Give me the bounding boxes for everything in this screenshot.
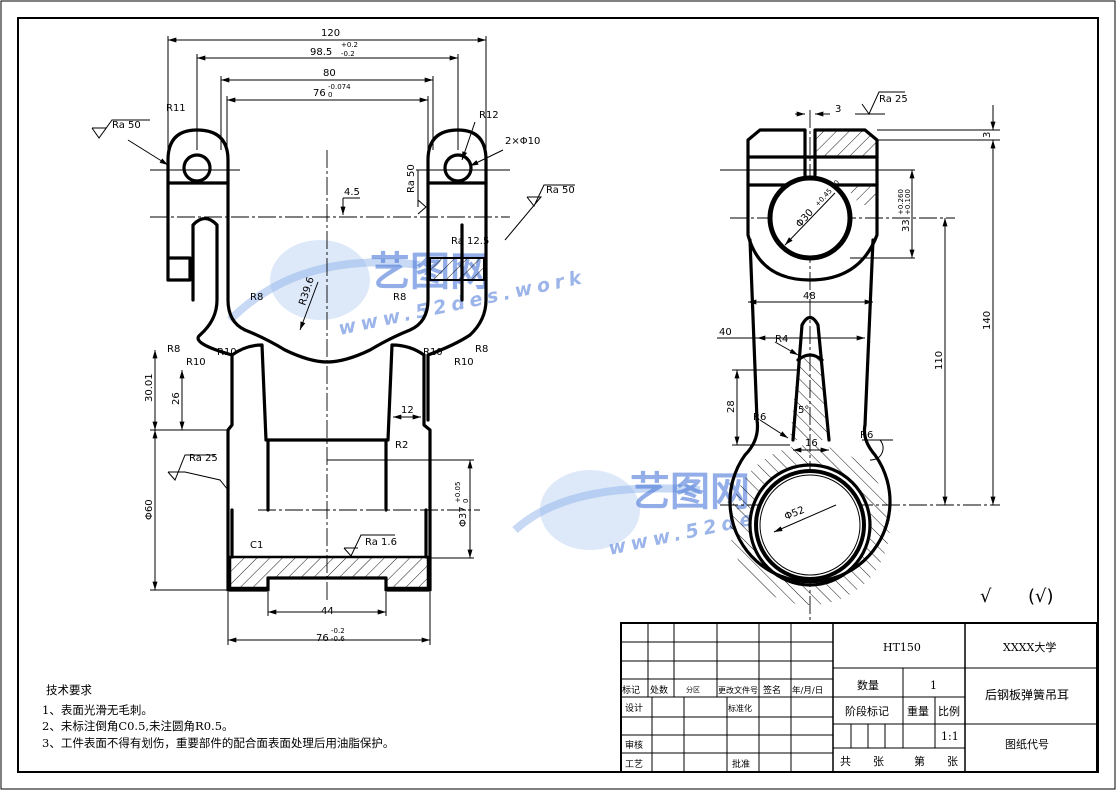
- dim-98-5-tol-up: +0.2: [341, 41, 358, 49]
- tb-standardize: 标准化: [728, 703, 752, 713]
- dim-angle-5: 5°: [798, 405, 809, 416]
- tech-req-item: 1、表面光滑无毛刺。: [42, 703, 153, 717]
- roughness-ra50-left: Ra 50: [112, 120, 141, 131]
- roughness-ra50-mid: Ra 50: [406, 164, 417, 193]
- tb-header: 处数: [650, 684, 668, 696]
- tb-process: 工艺: [625, 759, 643, 770]
- roughness-ra50-right: Ra 50: [546, 185, 575, 196]
- dim-3-top: 3: [835, 104, 841, 115]
- front-view: 120 98.5 +0.2 -0.2 80 76 -0.074 0 R11 R1…: [91, 28, 575, 645]
- dim-r8: R8: [167, 344, 180, 355]
- dim-r10: R10: [217, 347, 237, 358]
- tb-header: 更改文件号: [718, 685, 758, 695]
- tech-req-item: 2、未标注倒角C0.5,未注圆角R0.5。: [42, 719, 234, 733]
- tb-scale: 1:1: [941, 730, 959, 743]
- dim-28: 28: [726, 400, 737, 413]
- roughness-ra25-side: Ra 25: [879, 94, 908, 105]
- tb-nth: 第: [914, 754, 925, 768]
- dim-33: 33: [901, 219, 912, 232]
- tb-total: 共: [840, 755, 851, 768]
- dim-120: 120: [321, 28, 340, 39]
- inner-frame: [17, 17, 1099, 773]
- title-block: 标记 处数 分区 更改文件号 签名 年/月/日 设计 标准化 审核 工艺 批准 …: [620, 622, 1098, 773]
- dim-40: 40: [719, 327, 732, 338]
- tb-header: 年/月/日: [792, 685, 823, 696]
- tb-header: 签名: [763, 684, 781, 696]
- dim-r4: R4: [775, 334, 788, 345]
- tech-req-item: 3、工件表面不得有划伤，重要部件的配合面表面处理后用油脂保护。: [42, 736, 394, 750]
- tb-sheets: 张: [947, 755, 958, 768]
- tb-design: 设计: [625, 702, 643, 714]
- dim-r10: R10: [186, 357, 206, 368]
- roughness-ra25: Ra 25: [189, 453, 218, 464]
- tb-weight-label: 重量: [907, 704, 929, 718]
- roughness-general-paren: (√): [1028, 586, 1054, 607]
- dim-phi37-tol-dn: 0: [462, 499, 470, 503]
- tb-approve: 批准: [732, 758, 750, 770]
- dim-33-tol-up: +0.260: [897, 189, 905, 215]
- tb-part-name: 后钢板弹簧吊耳: [985, 687, 1069, 702]
- dim-r10: R10: [423, 347, 443, 358]
- tb-header: 分区: [686, 685, 700, 694]
- dim-76-bottom-tol-dn: -0.6: [331, 635, 345, 643]
- dim-holes: 2×Φ10: [505, 136, 540, 147]
- dim-12: 12: [401, 405, 414, 416]
- dim-76-tol-dn: 0: [328, 91, 332, 99]
- dim-76-bottom: 76: [316, 633, 329, 644]
- dim-44: 44: [321, 606, 334, 617]
- dim-r11: R11: [166, 103, 186, 114]
- dim-30-01: 30.01: [144, 373, 155, 402]
- tb-stage-label: 阶段标记: [845, 704, 889, 718]
- dim-76-tol-up: -0.074: [328, 83, 351, 91]
- dim-r6-right: R6: [860, 430, 873, 441]
- watermark-top: 艺图网 www.52des.work: [227, 240, 588, 340]
- dim-r2: R2: [395, 440, 408, 451]
- tb-quantity: 1: [930, 679, 937, 692]
- dim-48: 48: [803, 291, 816, 302]
- tb-quantity-label: 数量: [857, 679, 879, 692]
- dim-110: 110: [934, 351, 945, 370]
- dim-phi60: Φ60: [144, 499, 155, 520]
- dim-76-bottom-tol-up: -0.2: [331, 627, 345, 635]
- dim-76: 76: [313, 88, 326, 99]
- tb-review: 审核: [625, 739, 643, 751]
- dim-26: 26: [171, 392, 182, 405]
- dim-33-tol-dn: +0.100: [904, 189, 912, 215]
- dim-80: 80: [323, 68, 336, 79]
- side-view: 3 Ra 25 3 Φ30 +0.45 / 0 33 +0.260 +0.100…: [717, 91, 1000, 620]
- tech-req-title: 技术要求: [46, 683, 92, 697]
- dim-phi37: Φ37: [458, 506, 469, 527]
- dim-3-right: 3: [982, 132, 993, 138]
- dim-r6-left: R6: [753, 412, 766, 423]
- dim-r8: R8: [393, 292, 406, 303]
- dim-phi37-tol-up: +0.05: [454, 482, 462, 503]
- dim-140: 140: [982, 311, 993, 330]
- tb-school: XXXX大学: [1003, 640, 1056, 654]
- dim-98-5: 98.5: [310, 47, 332, 58]
- dim-r12: R12: [479, 110, 499, 121]
- dim-r10: R10: [454, 357, 474, 368]
- tb-header: 标记: [622, 684, 640, 696]
- tb-material: HT150: [883, 641, 921, 654]
- tb-scale-label: 比例: [938, 704, 960, 718]
- tb-sheets: 张: [873, 755, 884, 768]
- dim-4-5: 4.5: [344, 187, 360, 198]
- tb-drawing-no: 图纸代号: [1005, 738, 1049, 751]
- roughness-ra1-6: Ra 1.6: [365, 537, 397, 548]
- roughness-ra12-5: Ra 12.5: [451, 236, 489, 247]
- dim-16: 16: [805, 438, 818, 449]
- dim-r8: R8: [250, 292, 263, 303]
- dim-c1: C1: [250, 540, 263, 551]
- tech-requirements: 技术要求 1、表面光滑无毛刺。 2、未标注倒角C0.5,未注圆角R0.5。 3、…: [42, 683, 394, 750]
- roughness-general-icon: √: [980, 586, 992, 607]
- dim-98-5-tol-dn: -0.2: [341, 50, 355, 58]
- dim-r8: R8: [475, 344, 488, 355]
